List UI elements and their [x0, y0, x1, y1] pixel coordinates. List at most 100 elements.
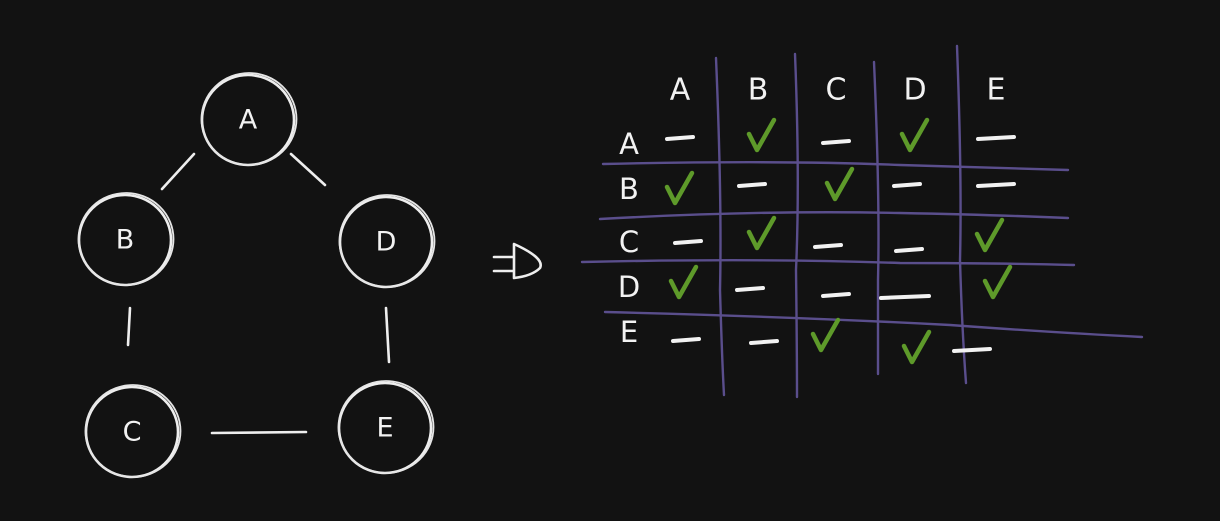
cell-e-a	[671, 337, 701, 343]
checkmark-icon	[824, 166, 855, 202]
edge-a-d	[289, 152, 327, 187]
dash-icon	[976, 135, 1016, 141]
node-label: C	[123, 417, 142, 448]
dash-icon	[813, 243, 843, 249]
node-label: A	[239, 105, 258, 136]
checkmark-icon	[810, 317, 841, 353]
dash-icon	[821, 292, 851, 298]
cell-d-d	[879, 294, 931, 300]
cell-d-a	[668, 264, 699, 300]
cell-d-c	[821, 292, 851, 298]
dash-icon	[952, 347, 992, 353]
graph-nodes: A B C D E	[77, 72, 436, 479]
row-header-c: C	[619, 225, 639, 259]
row-header-a: A	[619, 127, 639, 161]
cell-c-b	[746, 215, 777, 251]
cell-c-d	[894, 247, 924, 253]
row-header-e: E	[620, 315, 638, 349]
edge-b-c	[126, 306, 132, 347]
dash-icon	[976, 182, 1016, 188]
column-header-b: B	[748, 73, 769, 108]
node-a: A	[200, 72, 298, 167]
node-d: D	[338, 194, 436, 289]
node-label: D	[376, 227, 397, 258]
row-header-b: B	[619, 172, 639, 206]
checkmark-icon	[746, 215, 777, 251]
graph: A B C D E	[77, 72, 436, 479]
grid-hline-4	[603, 310, 1144, 339]
matrix-column-headers: A B C D E	[670, 73, 1006, 108]
checkmark-icon	[899, 117, 930, 153]
checkmark-icon	[668, 264, 699, 300]
row-header-d: D	[618, 270, 640, 304]
cell-c-a	[673, 239, 703, 245]
cell-c-e	[974, 217, 1005, 253]
edge-a-b	[160, 152, 196, 191]
column-header-c: C	[826, 73, 847, 108]
edge-d-e	[384, 306, 391, 364]
grid-hline-1	[601, 161, 1070, 172]
dash-icon	[821, 139, 851, 145]
node-circle-outline	[77, 192, 175, 286]
node-label: E	[376, 413, 393, 444]
cell-e-c	[810, 317, 841, 353]
matrix-grid	[580, 44, 1144, 399]
node-label: B	[116, 225, 135, 256]
cell-a-d	[899, 117, 930, 153]
cell-e-b	[749, 339, 779, 345]
cell-d-e	[982, 264, 1013, 300]
dash-icon	[735, 286, 765, 292]
edge-c-e	[210, 430, 308, 435]
cell-d-b	[735, 286, 765, 292]
cell-a-b	[746, 117, 777, 153]
node-circle-outline	[337, 380, 435, 474]
node-circle-outline	[338, 194, 436, 288]
cell-b-d	[892, 182, 922, 188]
matrix-cells	[664, 117, 1016, 365]
node-circle-outline	[200, 72, 298, 166]
arrow-bars-icon	[492, 255, 515, 273]
dash-icon	[892, 182, 922, 188]
checkmark-icon	[974, 217, 1005, 253]
cell-a-c	[821, 139, 851, 145]
grid-vline-3	[872, 60, 880, 376]
node-e: E	[337, 380, 435, 475]
graph-edges	[126, 152, 391, 435]
dash-icon	[879, 294, 931, 300]
column-header-d: D	[903, 73, 926, 108]
grid-vline-2	[793, 52, 799, 399]
cell-a-a	[665, 135, 695, 141]
dash-icon	[673, 239, 703, 245]
dash-icon	[749, 339, 779, 345]
dash-icon	[737, 182, 767, 188]
cell-b-e	[976, 182, 1016, 188]
cell-b-c	[824, 166, 855, 202]
column-header-e: E	[987, 73, 1006, 108]
dash-icon	[894, 247, 924, 253]
cell-c-c	[813, 243, 843, 249]
dash-icon	[671, 337, 701, 343]
cell-a-e	[976, 135, 1016, 141]
node-c: C	[84, 384, 182, 479]
transform-arrow	[492, 242, 542, 280]
grid-vline-1	[714, 56, 726, 397]
grid-hline-2	[598, 211, 1070, 221]
column-header-a: A	[670, 73, 691, 108]
node-circle-outline	[84, 384, 182, 478]
grid-hline-3	[580, 259, 1076, 267]
cell-e-e	[952, 347, 992, 353]
dash-icon	[665, 135, 695, 141]
cell-b-a	[664, 170, 695, 206]
checkmark-icon	[901, 329, 932, 365]
node-b: B	[77, 192, 175, 287]
cell-b-b	[737, 182, 767, 188]
cell-e-d	[901, 329, 932, 365]
checkmark-icon	[746, 117, 777, 153]
arrow-head-icon	[512, 242, 542, 280]
grid-vline-4	[955, 44, 968, 385]
checkmark-icon	[664, 170, 695, 206]
checkmark-icon	[982, 264, 1013, 300]
